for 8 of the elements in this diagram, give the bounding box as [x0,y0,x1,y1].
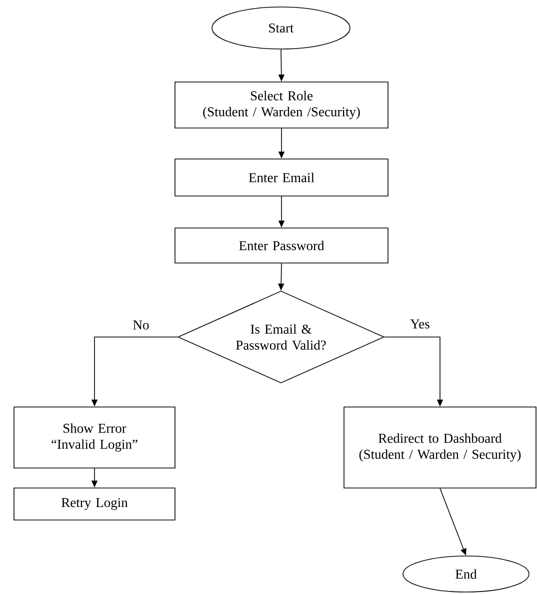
process-box: Redirect to Dashboard (Student / Warden / Security) [344,406,536,488]
edge-label: Yes [409,318,431,330]
process-box: Retry Login [14,488,176,520]
process-box: Enter Password [174,228,388,264]
process-box: Enter Email [174,158,388,196]
process-box: Select Role (Student / Warden /Security) [174,82,388,128]
process-box: Show Error “Invalid Login” [14,406,176,468]
edge-label: No [132,320,150,330]
